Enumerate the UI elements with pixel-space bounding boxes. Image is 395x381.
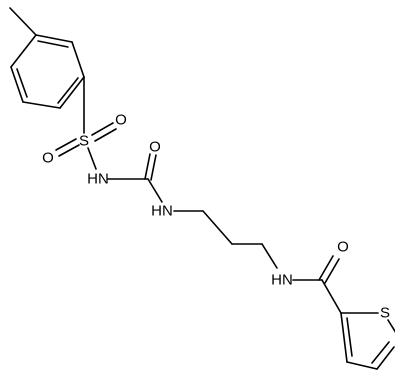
bond-urea-co-b <box>150 154 157 181</box>
bonds <box>9 7 395 370</box>
atom-nh-urea: HN <box>151 203 173 220</box>
bond-ring-2 <box>71 41 85 78</box>
atom-labels: S O O HN O HN HN O S <box>42 112 390 322</box>
bond-chain-4 <box>261 243 278 269</box>
bond-ring-4 <box>22 101 61 109</box>
bond-s-o-left-b <box>58 144 80 157</box>
bond-amide-thiophene <box>321 279 342 314</box>
bond-amide-co-a <box>318 255 334 281</box>
atom-nh-sulfonamide: HN <box>87 171 109 188</box>
atom-s-thiophene: S <box>380 305 390 322</box>
bond-ring-5 <box>10 66 24 103</box>
atom-s-sulfonyl: S <box>79 133 89 150</box>
bond-s-o-right-b <box>94 128 117 142</box>
bond-thio-4 <box>346 361 378 370</box>
bond-urea-co-a <box>144 153 151 180</box>
bond-ring-1 <box>35 34 73 43</box>
bond-thio-5 <box>340 312 348 363</box>
bond-s-o-left-a <box>55 138 77 151</box>
bond-ring-3 <box>59 76 85 109</box>
bond-ring-inner-3 <box>16 68 28 98</box>
bond-c-nh2 <box>147 178 163 203</box>
atom-o-sulfonyl-left: O <box>42 150 54 167</box>
atom-nh-amide: HN <box>271 272 293 289</box>
atom-o-sulfonyl-right: O <box>115 112 127 129</box>
bond-s-nh <box>87 147 97 170</box>
bond-thio-2 <box>387 319 395 333</box>
bond-thio-inner-2 <box>346 317 353 357</box>
bond-ring-inner-1 <box>37 40 69 48</box>
bond-s-o-right-a <box>91 122 114 136</box>
bond-ring-6 <box>10 34 37 68</box>
atom-o-amide: O <box>337 239 349 256</box>
bond-chain-2 <box>202 210 233 245</box>
bond-thio-3 <box>376 346 395 370</box>
bond-methyl <box>9 7 37 36</box>
bond-thio-inner-1 <box>371 341 390 364</box>
bond-amide-co-b <box>324 258 340 284</box>
bond-ring-inner-2 <box>57 77 79 104</box>
atom-o-urea: O <box>149 139 161 156</box>
